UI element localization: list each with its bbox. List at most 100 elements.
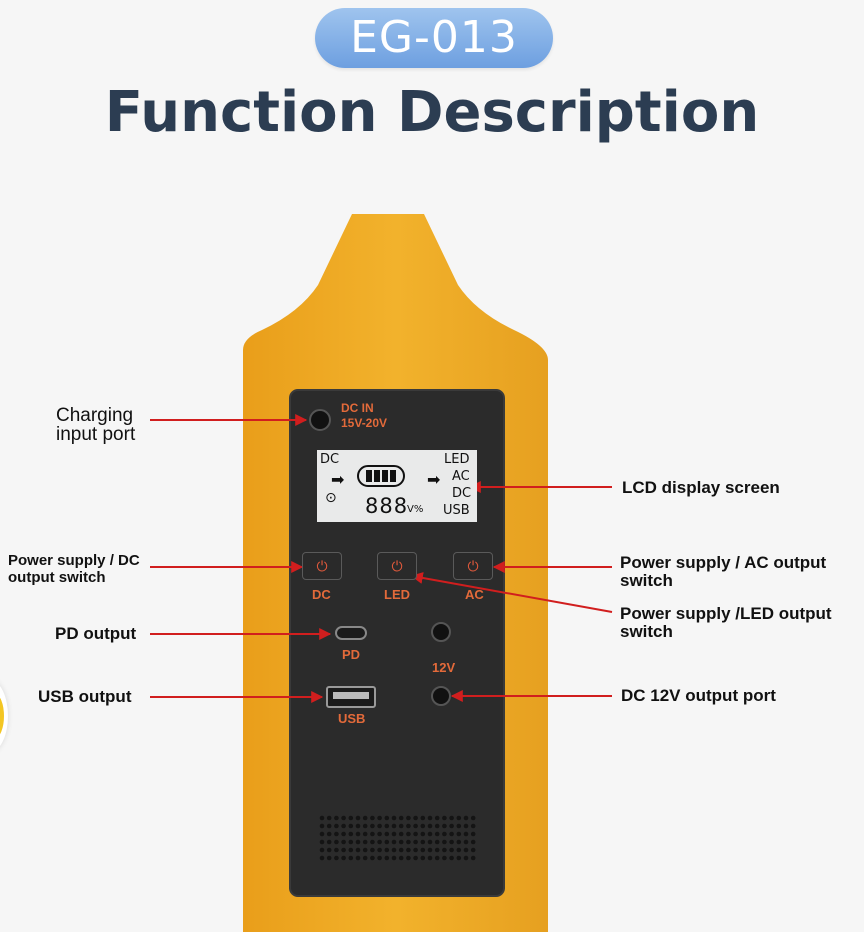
grill-hole <box>341 847 346 853</box>
grill-hole <box>449 831 454 837</box>
grill-hole <box>456 823 462 829</box>
grill-hole <box>398 855 404 861</box>
grill-hole <box>362 815 368 821</box>
grill-hole <box>456 815 462 821</box>
callout-ac-switch: Power supply / AC output switch <box>620 554 826 590</box>
grill-hole <box>463 839 469 845</box>
grill-hole <box>398 847 404 853</box>
grill-hole <box>348 847 354 853</box>
grill-hole <box>434 823 440 829</box>
grill-hole <box>384 823 390 829</box>
grill-hole <box>362 823 368 829</box>
grill-hole <box>391 847 397 853</box>
grill-hole <box>326 847 332 853</box>
grill-hole <box>463 847 469 853</box>
grill-hole <box>434 839 440 845</box>
grill-hole <box>377 839 382 845</box>
grill-hole <box>406 823 411 829</box>
grill-hole <box>355 815 361 821</box>
grill-hole <box>420 847 426 853</box>
grill-hole <box>377 855 382 861</box>
grill-hole <box>377 847 382 853</box>
grill-hole <box>456 831 462 837</box>
grill-hole <box>334 823 339 829</box>
grill-hole <box>470 815 476 821</box>
grill-hole <box>456 847 462 853</box>
arrow-led-switch <box>410 572 613 613</box>
speaker-grill <box>319 815 476 861</box>
grill-hole <box>406 831 411 837</box>
lcd-units: V% <box>407 504 424 515</box>
page-title: Function Description <box>104 80 760 145</box>
grill-hole <box>319 839 325 845</box>
lcd-dot-icon: ⊙ <box>325 490 337 506</box>
callout-dc12v: DC 12V output port <box>621 686 776 705</box>
grill-hole <box>370 847 375 853</box>
grill-hole <box>470 831 476 837</box>
grill-hole <box>348 831 354 837</box>
grill-hole <box>442 831 447 837</box>
callout-led-switch: Power supply /LED output switch <box>620 605 832 641</box>
grill-hole <box>413 855 418 861</box>
grill-hole <box>398 815 404 821</box>
grill-hole <box>384 815 390 821</box>
led-power-button[interactable] <box>377 552 417 580</box>
grill-hole <box>370 855 375 861</box>
grill-hole <box>420 855 426 861</box>
callout-dc-line1: Power supply / DC <box>8 552 140 569</box>
grill-hole <box>434 855 440 861</box>
grill-hole <box>406 855 411 861</box>
pd-port-label: PD <box>342 647 361 662</box>
model-badge: EG-013 <box>315 8 553 68</box>
grill-hole <box>355 855 361 861</box>
lcd-dc: DC <box>452 486 472 501</box>
grill-hole <box>442 815 447 821</box>
grill-hole <box>391 855 397 861</box>
grill-hole <box>319 855 325 861</box>
grill-hole <box>413 847 418 853</box>
grill-hole <box>427 855 433 861</box>
grill-hole <box>463 823 469 829</box>
grill-hole <box>427 847 433 853</box>
grill-hole <box>326 855 332 861</box>
grill-hole <box>362 839 368 845</box>
grill-hole <box>449 855 454 861</box>
grill-hole <box>334 815 339 821</box>
grill-hole <box>377 831 382 837</box>
lcd-usb: USB <box>443 503 470 518</box>
callout-dc-switch: Power supply / DC output switch <box>8 552 140 586</box>
grill-hole <box>442 823 447 829</box>
callout-charging-line1: Charging <box>56 405 134 426</box>
grill-hole <box>434 831 440 837</box>
grill-hole <box>391 823 397 829</box>
grill-hole <box>370 823 375 829</box>
grill-hole <box>470 823 476 829</box>
grill-hole <box>391 815 397 821</box>
grill-hole <box>391 839 397 845</box>
ac-power-button[interactable] <box>453 552 493 580</box>
grill-hole <box>326 831 332 837</box>
grill-hole <box>442 855 447 861</box>
lcd-led: LED <box>444 452 470 467</box>
grill-hole <box>398 839 404 845</box>
grill-hole <box>334 839 339 845</box>
dc-power-button[interactable] <box>302 552 342 580</box>
callout-led-line1: Power supply /LED output <box>620 604 832 623</box>
grill-hole <box>427 823 433 829</box>
grill-hole <box>355 823 361 829</box>
grill-hole <box>434 815 440 821</box>
grill-hole <box>420 815 426 821</box>
pd-port <box>335 626 367 640</box>
grill-hole <box>326 815 332 821</box>
callout-lcd: LCD display screen <box>622 478 780 497</box>
grill-hole <box>377 823 382 829</box>
grill-hole <box>334 855 339 861</box>
grill-hole <box>449 815 454 821</box>
grill-hole <box>341 815 346 821</box>
grill-hole <box>384 855 390 861</box>
grill-hole <box>442 847 447 853</box>
grill-hole <box>413 831 418 837</box>
v12-port-label: 12V <box>432 660 456 675</box>
grill-hole <box>406 847 411 853</box>
grill-hole <box>391 831 397 837</box>
